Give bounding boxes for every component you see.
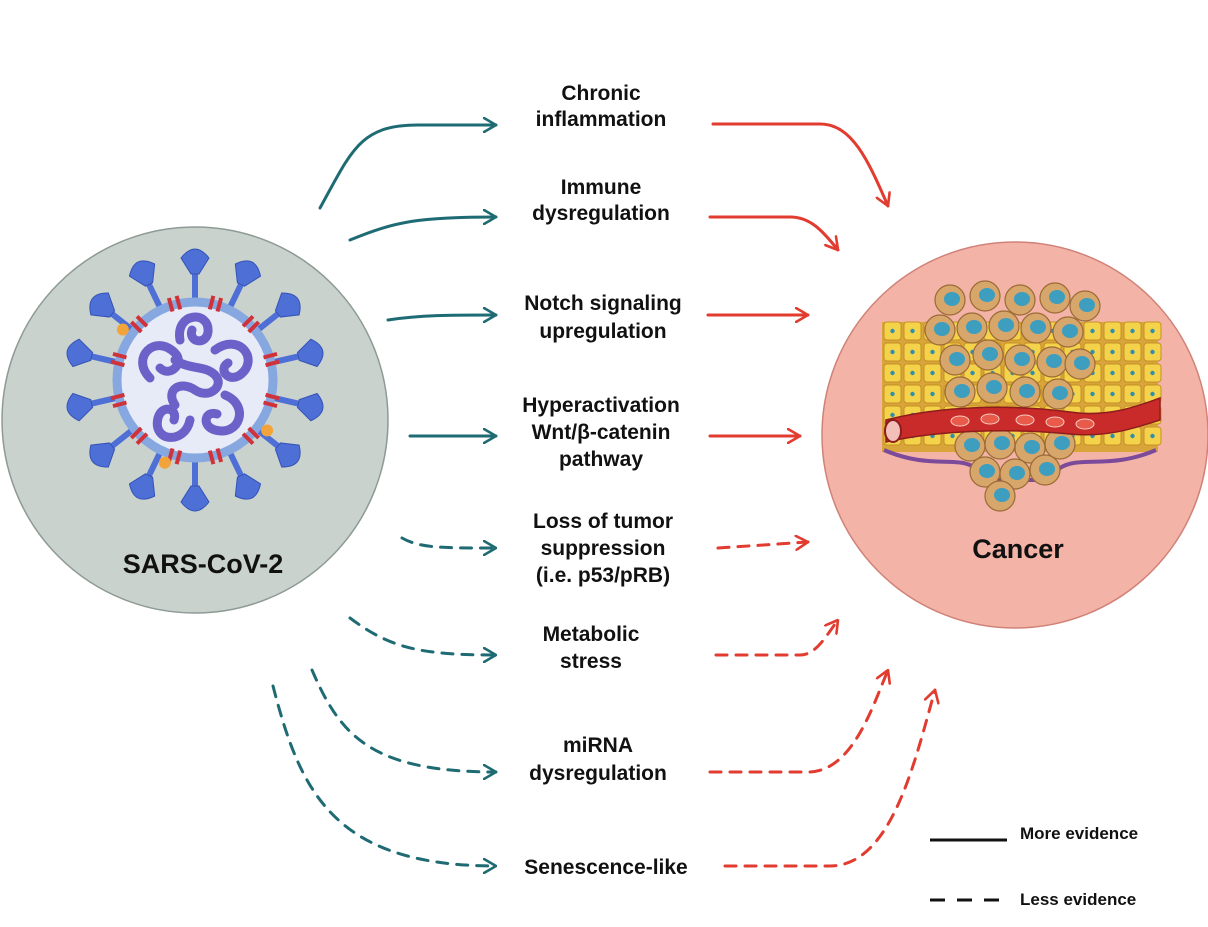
mechanism-label-line: Notch signaling [524,292,682,315]
mechanism-label-line: upregulation [539,320,666,343]
legend-more-evidence: More evidence [1020,824,1138,843]
mechanism-label-line: Immune [561,176,642,199]
membrane-protein [129,426,149,446]
membrane-protein [207,295,224,313]
arrow-from-virus [400,536,498,548]
membrane-protein [129,314,149,334]
mechanism-label-line: suppression [541,537,666,560]
mechanism-label-line: Hyperactivation [522,394,680,417]
mechanism-label-line: Wnt/β-catenin [532,421,671,444]
mechanism-label-line: Senescence-like [524,856,687,879]
arrow-from-virus [318,125,498,210]
legend: More evidence Less evidence [930,824,1138,909]
arrow-to-cancer [708,668,888,774]
mechanism-label-line: Metabolic [543,623,640,646]
arrow-from-virus [348,217,498,242]
mechanism-label-line: dysregulation [532,202,670,225]
arrow-from-virus [386,315,498,320]
vessel-lumen [884,419,902,443]
accessory-protein [261,424,274,437]
arrow-to-cancer [716,542,810,548]
arrow-to-cancer [723,688,935,868]
viral-rna [138,312,253,442]
virus-icon [66,248,324,512]
arrow-to-cancer [714,618,840,657]
sars-cov-2-node: SARS-CoV-2 [1,226,389,614]
spike-protein [226,260,262,312]
arrow-from-virus [348,616,498,655]
mechanism-label-line: Loss of tumor [533,510,673,533]
red-blood-cell [950,415,970,427]
membrane-protein [110,351,128,368]
membrane-protein [166,295,183,313]
spike-protein [254,292,301,334]
spike-protein [180,248,210,302]
accessory-protein [116,323,129,336]
mechanism-label-line: Chronic [561,82,641,105]
cancer-node: Cancer [821,241,1208,629]
membrane-protein [241,314,261,334]
red-blood-cell [1045,416,1065,428]
membrane-protein [110,392,128,409]
membrane-protein [262,351,280,368]
membrane-protein [262,392,280,409]
membrane-protein [207,447,224,465]
membrane-protein [241,426,261,446]
mechanism-label-line: (i.e. p53/pRB) [536,564,670,587]
mechanism-labels: ChronicinflammationImmunedysregulationNo… [522,82,688,879]
legend-less-evidence: Less evidence [1020,890,1136,909]
spike-protein [180,458,210,512]
mechanism-label-line: pathway [559,448,643,471]
pathway-arrows [271,122,935,868]
tumor-tissue-icon [882,280,1162,512]
spike-protein [128,448,164,500]
spike-protein [89,426,136,468]
mechanism-label-line: stress [560,650,622,673]
red-blood-cell [1075,418,1095,430]
sars-cov-2-label: SARS-CoV-2 [123,549,284,579]
arrow-from-virus [310,668,498,772]
red-blood-cell [980,413,1000,425]
spike-protein [128,260,164,312]
cancer-label: Cancer [972,534,1064,564]
viral-envelope [112,297,278,463]
arrow-from-virus [271,684,498,866]
mechanism-label-line: inflammation [536,108,667,131]
spike-protein [226,448,262,500]
arrow-to-cancer [708,215,840,252]
accessory-protein [158,456,171,469]
red-blood-cell [1015,414,1035,426]
mechanism-label-line: miRNA [563,734,633,757]
mechanism-label-line: dysregulation [529,762,667,785]
arrow-to-cancer [711,122,888,208]
